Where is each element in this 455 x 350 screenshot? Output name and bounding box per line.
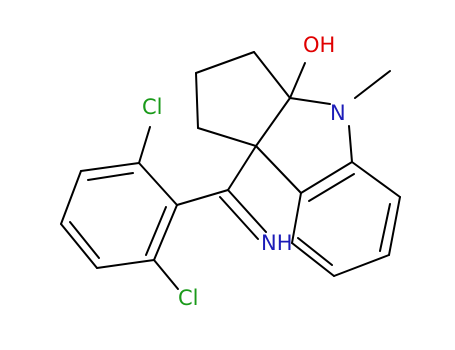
bond-cp-2 — [195, 72, 199, 129]
bond-aryl-5 — [60, 170, 82, 225]
cyclopentane-ring — [195, 51, 291, 147]
bond-aryl-6-inner — [87, 172, 134, 181]
bond-aryl-3 — [96, 259, 155, 269]
bond-oh — [289, 62, 306, 99]
bond-benzo-5 — [291, 242, 335, 277]
atom-label-cl-top: Cl — [142, 95, 163, 119]
bond-benzo-1 — [300, 161, 353, 194]
bond-cl-top — [138, 126, 151, 164]
bond-benzo-4 — [333, 254, 390, 277]
dichlorophenyl-ring — [60, 162, 178, 269]
bond-imine-double-2 — [219, 196, 259, 240]
bond-quaternary-aryl — [255, 145, 302, 194]
atom-label-oh: OH — [303, 33, 335, 57]
bond-benzo-2 — [351, 161, 401, 198]
atom-label-cl-bottom: Cl — [178, 286, 199, 310]
atom-label-n-ring: N — [330, 101, 346, 125]
bond-benzo-6 — [291, 192, 302, 244]
bond-benzo-3 — [388, 196, 401, 256]
bond-cp-1 — [197, 127, 257, 147]
bond-aryl-imine-carbon — [176, 189, 229, 206]
bond-cp-4 — [253, 51, 291, 99]
bond-carbinol-n — [289, 97, 331, 105]
bond-n-aryl — [348, 125, 353, 163]
bond-n-methyl — [354, 70, 391, 99]
bond-aryl-4-inner — [69, 221, 100, 259]
atom-label-nh-imine: NH — [261, 231, 293, 255]
bond-aryl-1 — [138, 162, 178, 206]
bond-aryl-2-inner — [145, 206, 167, 256]
bond-aryl-4 — [60, 223, 98, 269]
bond-benzo-1-inner — [308, 173, 355, 202]
bond-imine-double-1 — [227, 189, 267, 233]
benzo-ring — [291, 161, 401, 277]
bond-cp-3 — [195, 51, 255, 74]
bond-aryl-2 — [153, 204, 178, 261]
bond-benzo-3-inner — [379, 203, 391, 252]
bond-cp-5 — [255, 97, 291, 147]
bond-benzo-5-inner — [297, 237, 333, 266]
bond-aryl-6 — [80, 162, 140, 172]
bond-cl-bottom — [153, 259, 179, 290]
bond-imine-carbon-quaternary — [227, 145, 257, 191]
